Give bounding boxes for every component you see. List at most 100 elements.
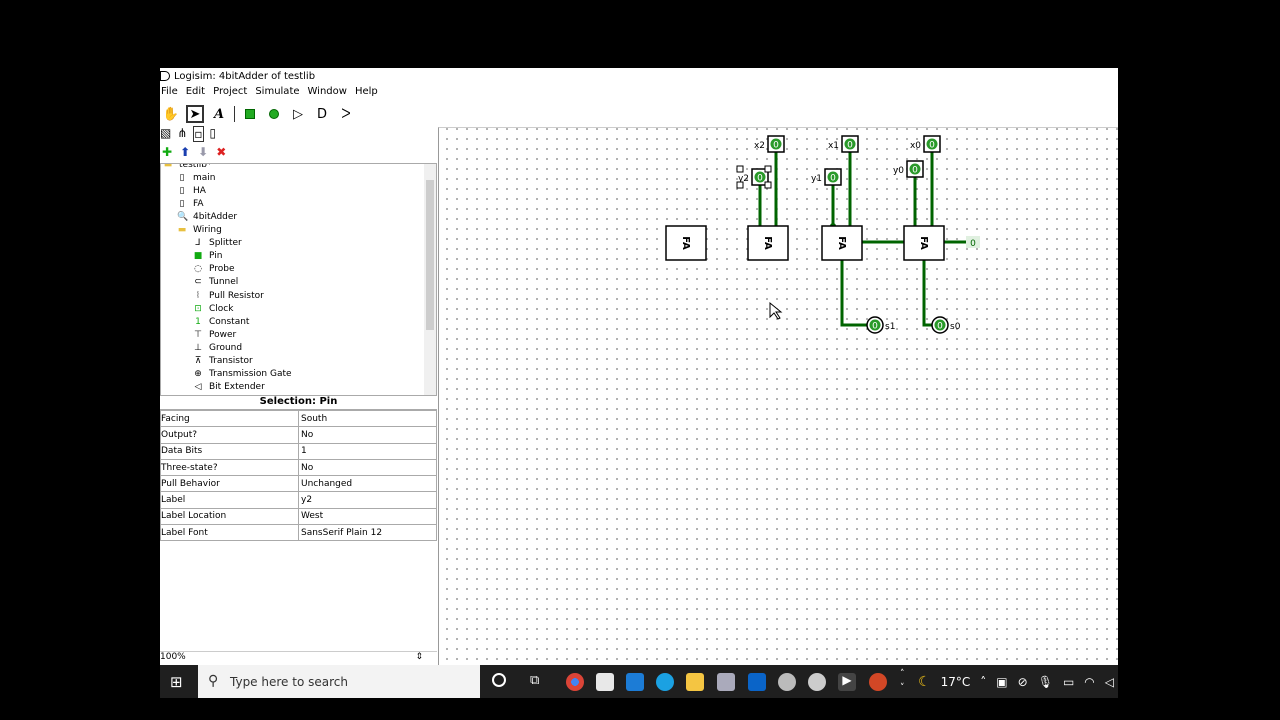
tree-item-transmission-gate[interactable]: ⊕Transmission Gate <box>193 368 291 381</box>
attribute-value[interactable]: South <box>298 409 437 428</box>
delete-circuit-icon[interactable]: ✖ <box>216 145 227 159</box>
menu-simulate[interactable]: Simulate <box>255 86 300 97</box>
chrome-icon[interactable] <box>566 673 584 691</box>
tree-item-pull-resistor[interactable]: ⦚Pull Resistor <box>193 289 264 302</box>
selection-handle[interactable] <box>764 165 772 173</box>
menu-project[interactable]: Project <box>213 86 248 97</box>
attribute-value[interactable]: 1 <box>298 442 437 460</box>
tree-item-testlib-[interactable]: ▬testlib* <box>163 164 212 171</box>
battery-icon[interactable]: ▭ <box>1062 674 1075 689</box>
menu-window[interactable]: Window <box>307 86 347 97</box>
simulation-tree-icon[interactable]: ⋔ <box>177 126 188 140</box>
tree-item-fa[interactable]: ▯FA <box>177 197 204 210</box>
add-circuit-icon[interactable]: ✚ <box>162 145 173 159</box>
taskbar-search-box[interactable]: ⚲Type here to search <box>198 665 480 698</box>
pin-value[interactable]: 0 <box>757 174 763 184</box>
tree-item-tunnel[interactable]: ⊂Tunnel <box>193 276 238 289</box>
outlook-icon[interactable] <box>748 673 766 691</box>
attribute-value[interactable]: Unchanged <box>298 475 437 493</box>
pin-value-indicator[interactable] <box>934 319 946 331</box>
pin-value[interactable]: 0 <box>929 141 935 151</box>
pin-value[interactable]: 0 <box>773 141 779 151</box>
not-gate-icon[interactable]: ▷ <box>293 106 303 122</box>
taskbar-scroll-icon[interactable]: ˄˅ <box>900 669 905 693</box>
snipping-icon[interactable] <box>778 673 796 691</box>
full-adder-component[interactable] <box>903 225 945 261</box>
cortana-icon[interactable] <box>492 673 506 687</box>
constant-value[interactable]: 0 <box>970 239 976 249</box>
store-icon[interactable] <box>596 673 614 691</box>
tree-item-bit-extender[interactable]: ◁Bit Extender <box>193 381 265 394</box>
input-pin-icon[interactable] <box>241 105 259 123</box>
tree-item-power[interactable]: ⊤Power <box>193 328 236 341</box>
pin-value[interactable]: 0 <box>847 141 853 151</box>
tree-item-main[interactable]: ▯main <box>177 171 216 184</box>
tree-item-transistor[interactable]: ⊼Transistor <box>193 355 253 368</box>
attribute-value[interactable]: SansSerif Plain 12 <box>298 524 437 542</box>
and-gate-icon[interactable]: D <box>316 106 327 122</box>
pin-value-indicator[interactable] <box>869 319 881 331</box>
microphone-icon[interactable]: 🎙 <box>1037 674 1053 689</box>
scroll-thumb[interactable] <box>426 180 434 330</box>
start-windows-icon[interactable]: ⊞ <box>170 673 183 691</box>
output-pin-icon[interactable] <box>265 105 283 123</box>
camera-off-icon[interactable]: ⊘ <box>1017 674 1028 689</box>
pin-value[interactable]: 0 <box>937 322 943 332</box>
full-adder-component[interactable] <box>665 225 707 261</box>
file-explorer-icon[interactable] <box>686 673 704 691</box>
menu-help[interactable]: Help <box>354 86 378 97</box>
media-player-icon[interactable]: ▶ <box>838 673 856 691</box>
tree-item-wiring[interactable]: ▬Wiring <box>177 224 222 237</box>
attribute-value[interactable]: No <box>298 426 437 444</box>
pin-value-indicator[interactable] <box>827 171 839 183</box>
toolbox-view-icon[interactable]: ▧ <box>160 126 172 140</box>
full-adder-component[interactable] <box>821 225 863 261</box>
zoom-control[interactable]: 100%⇕ <box>160 651 437 665</box>
mail-icon[interactable] <box>626 673 644 691</box>
select-tool-arrow-icon[interactable]: ➤ <box>186 105 204 123</box>
pin-value-indicator[interactable] <box>754 171 766 183</box>
text-tool-icon[interactable]: A <box>213 106 225 122</box>
tree-item-pin[interactable]: ■Pin <box>193 250 223 263</box>
constant-component[interactable] <box>966 236 980 248</box>
menu-edit[interactable]: Edit <box>185 86 206 97</box>
tree-item-4bitadder[interactable]: 🔍4bitAdder <box>177 210 237 223</box>
menu-file[interactable]: File <box>161 86 178 97</box>
edge-icon[interactable] <box>656 673 674 691</box>
layout-editor-icon[interactable]: ▫ <box>193 126 204 142</box>
tree-item-splitter[interactable]: ⅃Splitter <box>193 237 241 250</box>
camera-icon[interactable] <box>717 673 735 691</box>
show-hidden-icons-icon[interactable]: ˄ <box>980 674 987 689</box>
pin-value-indicator[interactable] <box>926 138 938 150</box>
temperature[interactable]: 17°C <box>940 674 971 689</box>
powerpoint-icon[interactable] <box>869 673 887 691</box>
attribute-value[interactable]: West <box>298 507 437 526</box>
pin-value-indicator[interactable] <box>909 163 921 175</box>
selection-handle[interactable] <box>736 181 744 189</box>
attribute-value[interactable]: y2 <box>298 491 437 509</box>
tree-item-probe[interactable]: ◌Probe <box>193 263 234 276</box>
tree-item-ha[interactable]: ▯HA <box>177 184 206 197</box>
tree-item-ground[interactable]: ⊥Ground <box>193 341 242 354</box>
appearance-editor-icon[interactable]: ▯ <box>209 126 217 140</box>
pin-value[interactable]: 0 <box>912 166 918 176</box>
pin-value-indicator[interactable] <box>844 138 856 150</box>
selection-handle[interactable] <box>764 181 772 189</box>
full-adder-component[interactable] <box>747 225 789 261</box>
or-gate-icon[interactable]: ᐳ <box>341 106 351 122</box>
mouse-cursor-icon[interactable] <box>769 301 783 320</box>
pin-value[interactable]: 0 <box>872 322 878 332</box>
selection-handle[interactable] <box>736 165 744 173</box>
move-up-icon[interactable]: ⬆ <box>180 145 191 159</box>
task-view-icon[interactable]: ⧉ <box>530 673 540 688</box>
app-icon[interactable] <box>808 673 826 691</box>
meet-now-icon[interactable]: ▣ <box>996 674 1008 689</box>
tree-scrollbar[interactable] <box>424 164 436 395</box>
pin-value-indicator[interactable] <box>770 138 782 150</box>
move-down-icon[interactable]: ⬇ <box>198 145 209 159</box>
volume-icon[interactable]: ◁ <box>1104 674 1114 689</box>
poke-tool-hand-icon[interactable]: ✋ <box>162 106 180 122</box>
